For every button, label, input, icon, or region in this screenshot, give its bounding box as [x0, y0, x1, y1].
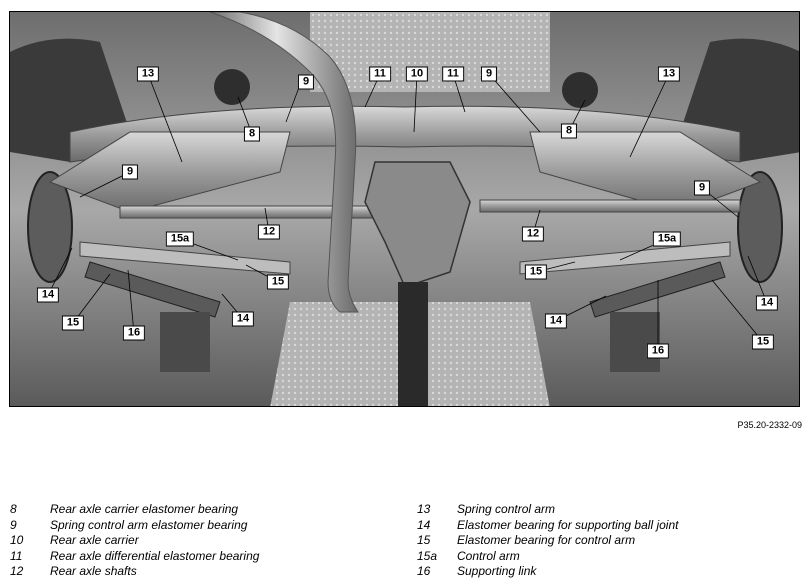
left-control-arm: [79, 241, 291, 275]
callout-15a-left: 15a: [165, 231, 195, 247]
legend-text: Spring control arm elastomer bearing: [50, 517, 248, 532]
exhaust-pipe: [209, 12, 359, 313]
right-carrier-mount: [562, 72, 598, 108]
callout-12-right: 12: [521, 226, 545, 242]
callout-9-top-right: 9: [480, 66, 498, 82]
axle-photo: 13 9 11 10 11 9 13 8 8 9 9 12 12 15a 15a…: [9, 11, 800, 407]
legend-item: 15a Control arm: [417, 549, 678, 565]
legend-right-column: 13 Spring control arm 14 Elastomer beari…: [417, 502, 678, 580]
left-carrier-mount: [214, 69, 250, 105]
legend-item: 8 Rear axle carrier elastomer bearing: [10, 502, 259, 518]
callout-13-right: 13: [657, 66, 681, 82]
legend-text: Supporting link: [457, 564, 537, 578]
legend-text: Rear axle differential elastomer bearing: [50, 548, 260, 563]
left-supporting-link: [84, 261, 221, 318]
callout-14-far-right: 14: [755, 295, 779, 311]
callout-10: 10: [405, 66, 429, 82]
legend-number: 12: [10, 564, 24, 578]
legend-item: 13 Spring control arm: [417, 502, 678, 518]
callout-16-left: 16: [122, 325, 146, 341]
legend-text: Rear axle carrier: [50, 533, 139, 547]
callout-15-center-right: 15: [524, 264, 548, 280]
legend-item: 12 Rear axle shafts: [10, 564, 259, 580]
legend-number: 14: [417, 517, 431, 532]
legend-text: Rear axle shafts: [50, 564, 137, 578]
rear-differential: [364, 161, 471, 288]
legend-text: Rear axle carrier elastomer bearing: [50, 502, 239, 516]
driveshaft: [398, 282, 428, 406]
legend-item: 14 Elastomer bearing for supporting ball…: [417, 518, 678, 534]
legend-number: 10: [10, 533, 24, 547]
right-supporting-link: [589, 261, 726, 318]
legend-number: 16: [417, 564, 431, 578]
legend-item: 16 Supporting link: [417, 564, 678, 580]
callout-11-right: 11: [442, 66, 464, 82]
legend-number: 9: [10, 517, 17, 532]
callout-15-far-left: 15: [61, 315, 85, 331]
left-lower-bracket: [160, 312, 210, 372]
callout-16-right: 16: [646, 343, 670, 359]
leader-lines: [47, 73, 768, 351]
top-heat-shield: [310, 12, 550, 92]
right-lower-bracket: [610, 312, 660, 372]
callout-9-top-left: 9: [297, 74, 315, 90]
legend-item: 9 Spring control arm elastomer bearing: [10, 518, 259, 534]
left-spring-control-arm: [48, 131, 291, 213]
legend-text: Spring control arm: [457, 502, 556, 516]
legend-item: 10 Rear axle carrier: [10, 533, 259, 549]
legend-number: 13: [417, 502, 431, 516]
callout-14-center-right: 14: [544, 313, 568, 329]
left-brake-disc: [27, 171, 73, 283]
legend-number: 11: [10, 548, 23, 563]
callout-8-left: 8: [243, 126, 261, 142]
callout-9-mid-left: 9: [121, 164, 139, 180]
legend-item: 15 Elastomer bearing for control arm: [417, 533, 678, 549]
callout-15-far-right: 15: [751, 334, 775, 350]
callout-14-far-left: 14: [36, 287, 60, 303]
right-axle-shaft: [479, 199, 741, 213]
legend-number: 15a: [417, 548, 438, 563]
legend-number: 15: [417, 533, 431, 547]
callout-15a-right: 15a: [652, 231, 682, 247]
callout-13-left: 13: [136, 66, 160, 82]
callout-11-left: 11: [369, 66, 391, 82]
callout-8-right: 8: [560, 123, 578, 139]
legend-item: 11 Rear axle differential elastomer bear…: [10, 549, 259, 565]
callout-12-left: 12: [257, 224, 281, 240]
callout-14-center-left: 14: [231, 311, 255, 327]
legend-text: Elastomer bearing for supporting ball jo…: [457, 517, 679, 532]
right-brake-disc: [737, 171, 783, 283]
callout-15-center-left: 15: [266, 274, 290, 290]
legend-left-column: 8 Rear axle carrier elastomer bearing 9 …: [10, 502, 259, 580]
figure-code: P35.20-2332-09: [737, 420, 802, 430]
legend-text: Elastomer bearing for control arm: [457, 533, 636, 547]
legend-number: 8: [10, 502, 17, 516]
legend-text: Control arm: [457, 548, 520, 563]
callout-9-mid-right: 9: [693, 180, 711, 196]
